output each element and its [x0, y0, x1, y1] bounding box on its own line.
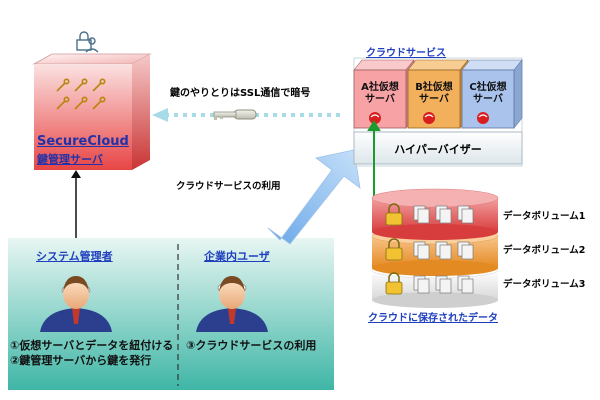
admin-panel-title: システム管理者 — [36, 250, 113, 263]
hypervisor-box — [353, 131, 523, 165]
ssl-label: 鍵のやりとりはSSL通信で暗号 — [170, 88, 311, 99]
admin-to-keyserver-arrow — [71, 170, 81, 238]
admin-step-1: ①仮想サーバとデータを紐付ける — [10, 339, 174, 352]
securecloud-title: SecureCloud — [37, 134, 129, 149]
user-panel-title: 企業内ユーザ — [204, 250, 270, 263]
cloud-use-label: クラウドサービスの利用 — [176, 181, 281, 192]
lock-user-icon — [76, 31, 99, 53]
key-grid-icon — [56, 78, 106, 110]
volume-3-label: データボリューム3 — [503, 279, 586, 290]
vm-a-line2: サーバ — [365, 94, 395, 105]
vm-c-box — [461, 59, 523, 129]
hypervisor-label: ハイパーバイザー — [394, 143, 482, 156]
vm-b-label: B社仮想 サーバ — [408, 82, 460, 106]
vm-b-line1: B社仮想 — [415, 82, 453, 93]
vm-c-label: C社仮想 サーバ — [462, 82, 514, 106]
key-icon — [213, 109, 257, 120]
vm-c-line1: C社仮想 — [469, 82, 507, 93]
cloud-use-arrow — [267, 149, 361, 245]
volume-lock-icons — [385, 203, 403, 295]
cloud-data-label: クラウドに保存されたデータ — [368, 313, 498, 324]
admin-step-2: ②鍵管理サーバから鍵を発行 — [10, 354, 152, 367]
volume-1-label: データボリューム1 — [503, 211, 586, 222]
user-person-icon — [196, 276, 268, 332]
ssl-dotted-arrow — [152, 108, 340, 122]
user-step-3: ③クラウドサービスの利用 — [186, 339, 317, 352]
vm-a-line1: A社仮想 — [361, 82, 399, 93]
data-volume-1 — [371, 188, 499, 240]
volume-file-icons — [413, 205, 474, 294]
securecloud-subtitle: 鍵管理サーバ — [37, 153, 103, 166]
vm-b-line2: サーバ — [419, 94, 449, 105]
cloud-service-title: クラウドサービス — [366, 48, 446, 59]
vm-c-line2: サーバ — [473, 94, 503, 105]
admin-person-icon — [40, 276, 112, 332]
volume-2-label: データボリューム2 — [503, 245, 586, 256]
vm-a-label: A社仮想 サーバ — [354, 82, 406, 106]
